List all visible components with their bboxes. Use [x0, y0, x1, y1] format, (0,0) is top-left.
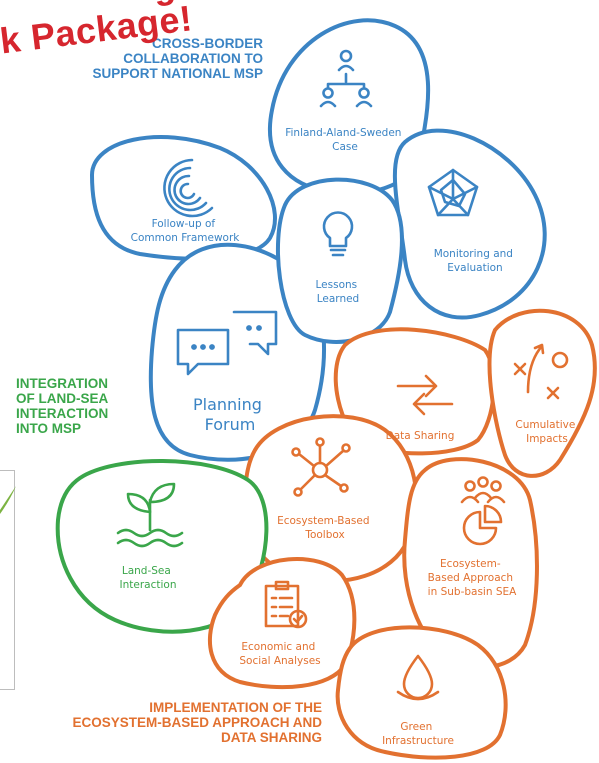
heading-cross-border-line3: SUPPORT NATIONAL MSP: [92, 66, 263, 81]
heading-cross-border-block: CROSS-BORDER COLLABORATION TO SUPPORT NA…: [40, 36, 263, 81]
blob-subbasin-sea: [402, 457, 539, 670]
light-bulb-icon: [322, 211, 354, 257]
label-cumulative: Cumulative Impacts: [515, 419, 578, 445]
label-finland: Finland-Aland-Sweden Case: [285, 127, 405, 153]
heading-cross-border-line1: CROSS-BORDER: [151, 36, 263, 51]
concentric-circles-icon: [163, 158, 214, 218]
heading-ecosystem-line1: IMPLEMENTATION OF THE: [149, 700, 322, 715]
label-toolbox: Ecosystem-Based Toolbox: [277, 515, 373, 541]
blob-monitoring: [392, 128, 547, 320]
blob-cumulative-impacts: [487, 308, 597, 478]
heading-land-sea-line1: INTEGRATION: [16, 376, 108, 391]
leaf-fragment-icon: [0, 486, 16, 514]
people-pie-chart-icon: [460, 476, 506, 546]
network-hub-icon: [291, 437, 351, 497]
label-data-sharing: Data Sharing: [386, 430, 455, 442]
water-drop-icon: [396, 654, 440, 701]
heading-ecosystem-line2: ECOSYSTEM-BASED APPROACH AND: [72, 715, 322, 730]
exchange-arrows-icon: [396, 374, 454, 416]
heading-ecosystem: IMPLEMENTATION OF THE ECOSYSTEM-BASED AP…: [12, 700, 322, 745]
heading-ecosystem-line3: DATA SHARING: [221, 730, 322, 745]
label-land-sea: Land-Sea Interaction: [120, 565, 177, 591]
chat-bubbles-icon: [176, 310, 278, 376]
partial-image-frame: [0, 470, 15, 690]
heading-cross-border-line2: COLLABORATION TO: [123, 51, 263, 66]
blob-green-infrastructure: [335, 625, 508, 760]
label-green-infrastructure: Green Infrastructure: [382, 721, 454, 747]
label-economic: Economic and Social Analyses: [239, 641, 320, 667]
heading-land-sea-line4: INTO MSP: [16, 421, 82, 436]
sprout-waves-icon: [116, 482, 184, 548]
heading-land-sea-line3: INTERACTION: [16, 406, 109, 421]
radar-chart-icon: [427, 168, 479, 217]
heading-land-sea: INTEGRATION OF LAND-SEA INTERACTION INTO…: [16, 376, 108, 436]
org-chart-icon: [319, 49, 373, 108]
strategy-play-icon: [513, 343, 569, 400]
heading-land-sea-line2: OF LAND-SEA: [16, 391, 109, 406]
label-subbasin: Ecosystem- Based Approach in Sub-basin S…: [428, 558, 518, 598]
label-follow-up: Follow-up of Common Framework: [131, 218, 241, 244]
label-monitoring: Monitoring and Evaluation: [434, 248, 517, 274]
label-lessons: Lessons Learned: [316, 279, 361, 305]
label-planning-forum: Planning Forum: [193, 395, 267, 434]
blob-economic-social: [207, 557, 357, 690]
clipboard-checklist-icon: [264, 580, 308, 629]
blob-lessons-learned: [275, 177, 404, 344]
